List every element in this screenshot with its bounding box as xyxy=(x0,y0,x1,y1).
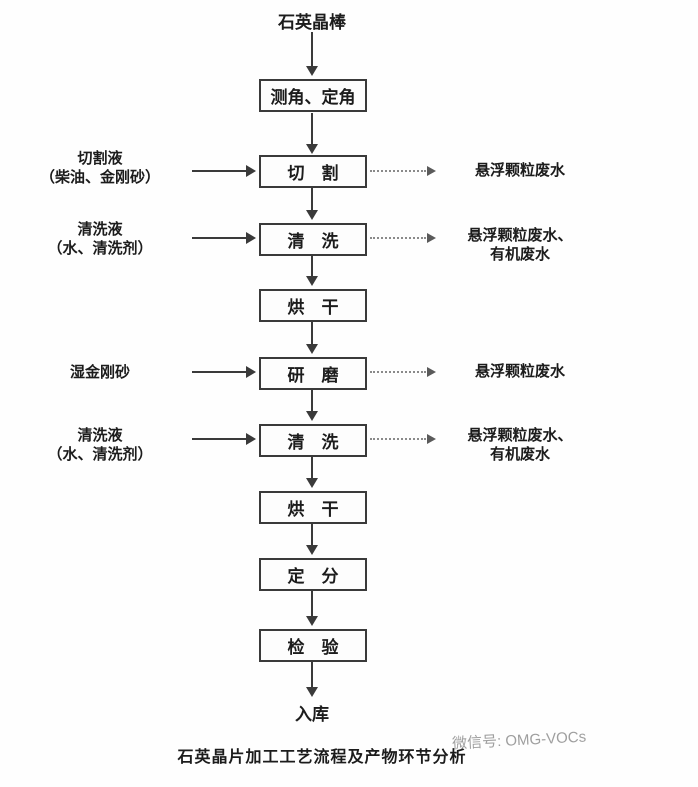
input-label-wet-emery: 湿金刚砂 xyxy=(10,364,190,383)
flow-arrow-down xyxy=(306,591,318,626)
input-arrow xyxy=(192,433,256,445)
process-box-angle-measure: 测角、定角 xyxy=(259,79,367,112)
flow-arrow-down xyxy=(306,113,318,154)
output-label-line: 有机废水 xyxy=(489,447,550,463)
input-label-cleaning-fluid-2: 清洗液 （水、清洗剂） xyxy=(10,427,190,465)
process-box-label: 检 验 xyxy=(287,638,339,657)
process-box-label: 清 洗 xyxy=(287,232,339,251)
output-arrow-dotted xyxy=(370,233,436,243)
input-label-line: 清洗液 xyxy=(77,428,123,444)
input-arrow xyxy=(192,232,256,244)
flow-arrow-down xyxy=(306,662,318,697)
process-box-drying-1: 烘 干 xyxy=(259,289,367,322)
process-box-cleaning-2: 清 洗 xyxy=(259,424,367,457)
input-label-line: 切割液 xyxy=(77,151,123,167)
output-label-suspended-particle-wastewater-2: 悬浮颗粒废水 xyxy=(440,363,600,382)
input-label-line: 湿金刚砂 xyxy=(69,365,130,381)
flow-arrow-down xyxy=(306,390,318,421)
process-box-label: 定 分 xyxy=(287,567,339,586)
output-label-line: 悬浮颗粒废水、 xyxy=(467,428,573,444)
flow-arrow-down xyxy=(306,524,318,555)
process-box-cutting: 切 割 xyxy=(259,155,367,188)
output-arrow-dotted xyxy=(370,166,436,176)
process-box-label: 清 洗 xyxy=(287,433,339,452)
output-label-suspended-organic-wastewater-1: 悬浮颗粒废水、 有机废水 xyxy=(440,227,600,265)
flow-arrow-down xyxy=(306,32,318,76)
output-label-suspended-particle-wastewater-1: 悬浮颗粒废水 xyxy=(440,162,600,181)
process-box-label: 测角、定角 xyxy=(270,88,356,107)
flow-arrow-down xyxy=(306,188,318,220)
input-label-line: （水、清洗剂） xyxy=(47,241,153,257)
process-box-label: 切 割 xyxy=(287,164,339,183)
output-label-line: 有机废水 xyxy=(489,247,550,263)
input-label-line: 清洗液 xyxy=(77,222,123,238)
output-arrow-dotted xyxy=(370,367,436,377)
diagram-caption: 石英晶片加工工艺流程及产物环节分析 xyxy=(177,749,467,766)
input-label-cutting-fluid: 切割液 （柴油、金刚砂） xyxy=(10,150,190,188)
output-label-line: 悬浮颗粒废水、 xyxy=(467,228,573,244)
flow-arrow-down xyxy=(306,322,318,354)
output-label-line: 悬浮颗粒废水 xyxy=(474,163,565,179)
input-label-line: （水、清洗剂） xyxy=(47,447,153,463)
process-box-grinding: 研 磨 xyxy=(259,357,367,390)
wechat-watermark: 微信号: OMG-VOCs xyxy=(451,728,587,753)
input-label-cleaning-fluid-1: 清洗液 （水、清洗剂） xyxy=(10,221,190,259)
flow-arrow-down xyxy=(306,457,318,488)
process-box-inspection: 检 验 xyxy=(259,629,367,662)
input-arrow xyxy=(192,366,256,378)
process-box-label: 烘 干 xyxy=(287,500,339,519)
output-arrow-dotted xyxy=(370,434,436,444)
process-box-cleaning-1: 清 洗 xyxy=(259,223,367,256)
process-box-label: 烘 干 xyxy=(287,298,339,317)
end-node-warehouse: 入库 xyxy=(295,705,329,724)
flow-arrow-down xyxy=(306,256,318,286)
start-node-quartz-rod: 石英晶棒 xyxy=(278,13,346,32)
output-label-suspended-organic-wastewater-2: 悬浮颗粒废水、 有机废水 xyxy=(440,427,600,465)
input-arrow xyxy=(192,165,256,177)
process-box-label: 研 磨 xyxy=(287,366,339,385)
process-box-drying-2: 烘 干 xyxy=(259,491,367,524)
process-box-sorting: 定 分 xyxy=(259,558,367,591)
input-label-line: （柴油、金刚砂） xyxy=(39,170,160,186)
output-label-line: 悬浮颗粒废水 xyxy=(474,364,565,380)
